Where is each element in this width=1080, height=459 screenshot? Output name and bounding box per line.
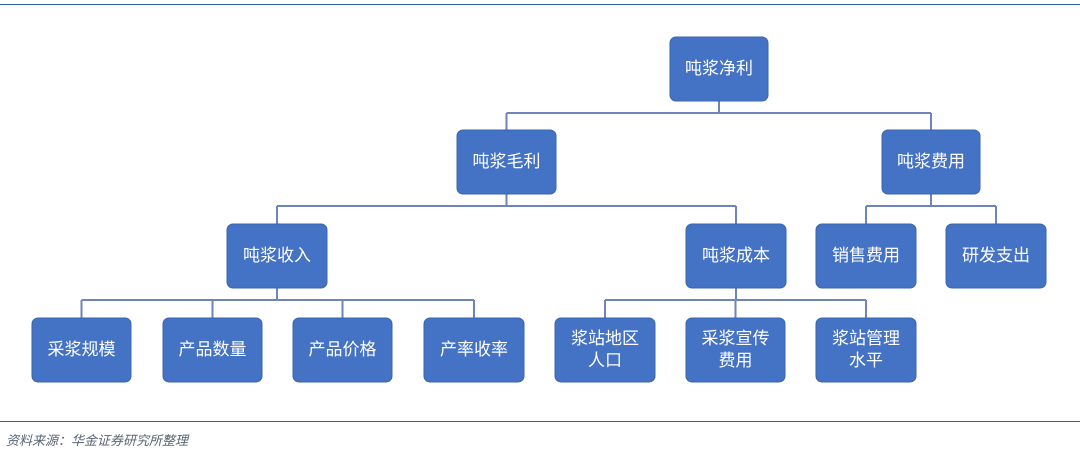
node-label: 产品价格 — [309, 340, 377, 360]
node-label: 采浆宣传 — [702, 329, 770, 349]
node-box — [945, 223, 1047, 289]
node-yield: 产率收率 — [423, 317, 525, 383]
node-label: 吨浆净利 — [685, 59, 753, 79]
source-note: 资料来源：华金证券研究所整理 — [6, 434, 189, 449]
node-box — [423, 317, 525, 383]
node-label: 费用 — [719, 351, 753, 371]
node-box — [162, 317, 263, 383]
node-label: 吨浆成本 — [702, 246, 770, 266]
node-box — [669, 36, 769, 102]
edge-cost — [604, 288, 867, 318]
node-label: 研发支出 — [962, 246, 1030, 266]
node-label: 浆站管理 — [832, 329, 900, 349]
node-label: 浆站地区 — [571, 329, 639, 349]
node-box — [881, 129, 981, 195]
node-box — [31, 317, 132, 383]
node-volume: 产品数量 — [162, 317, 263, 383]
top-rule — [0, 4, 1080, 5]
node-box — [815, 223, 917, 289]
edge-root — [505, 101, 932, 130]
node-box — [685, 317, 786, 383]
node-label: 吨浆毛利 — [473, 152, 541, 172]
node-scale: 采浆规模 — [31, 317, 132, 383]
node-selling: 销售费用 — [815, 223, 917, 289]
edge-expense — [865, 194, 997, 224]
bottom-rule — [0, 421, 1080, 422]
node-box — [456, 129, 557, 195]
node-label: 产品数量 — [179, 340, 247, 360]
node-box — [554, 317, 656, 383]
node-revenue: 吨浆收入 — [226, 223, 328, 289]
node-label: 采浆规模 — [48, 340, 116, 360]
node-box — [815, 317, 917, 383]
node-cost: 吨浆成本 — [685, 223, 787, 289]
node-gross: 吨浆毛利 — [456, 129, 557, 195]
edge-gross — [276, 194, 737, 224]
node-price: 产品价格 — [292, 317, 393, 383]
node-label: 吨浆收入 — [243, 246, 311, 266]
node-expense: 吨浆费用 — [881, 129, 981, 195]
node-box — [685, 223, 787, 289]
edge-revenue — [80, 288, 475, 318]
node-rnd: 研发支出 — [945, 223, 1047, 289]
node-box — [292, 317, 393, 383]
node-label: 人口 — [588, 351, 622, 371]
node-label: 水平 — [849, 351, 883, 371]
node-root: 吨浆净利 — [669, 36, 769, 102]
node-label: 吨浆费用 — [897, 152, 965, 172]
node-label: 销售费用 — [832, 246, 900, 266]
node-label: 产率收率 — [440, 340, 508, 360]
node-box — [226, 223, 328, 289]
